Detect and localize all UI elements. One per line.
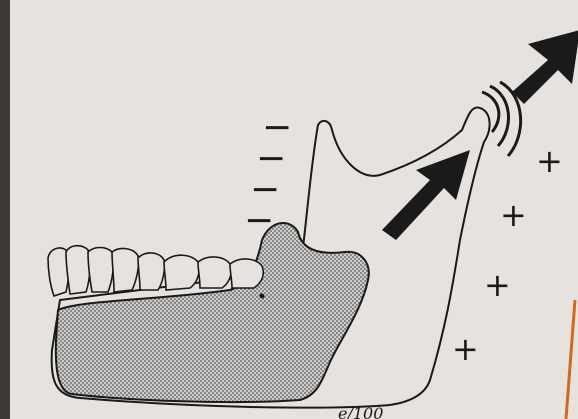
tooth <box>164 255 199 290</box>
tooth <box>138 253 165 290</box>
tooth <box>198 257 231 288</box>
plus-sign: + <box>536 142 563 180</box>
signature: e/100 <box>338 404 383 419</box>
reference-dot <box>260 294 265 299</box>
tooth <box>66 246 90 294</box>
left-shadow <box>0 0 10 419</box>
tooth <box>112 249 139 292</box>
plus-sign: + <box>500 196 527 234</box>
plus-sign: + <box>484 266 511 304</box>
plus-sign: + <box>452 330 479 368</box>
minus-sign: − <box>244 200 274 241</box>
tooth <box>88 248 114 293</box>
tooth <box>230 259 263 288</box>
